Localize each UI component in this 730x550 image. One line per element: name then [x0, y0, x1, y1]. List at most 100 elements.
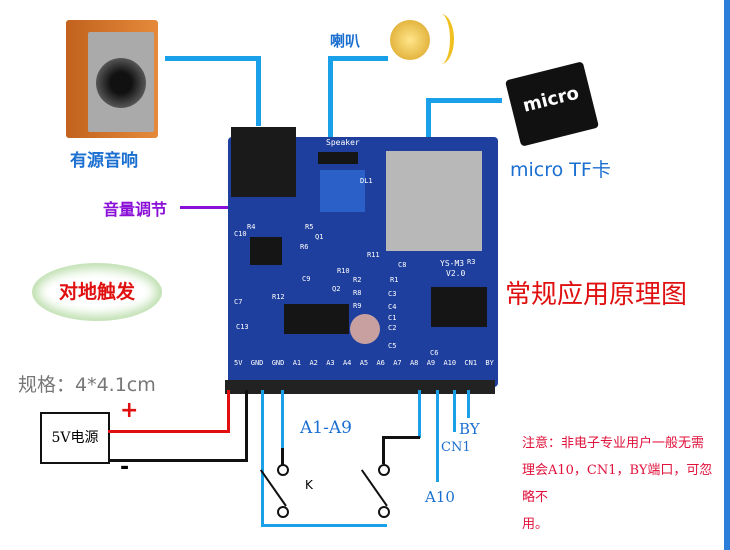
wire-common [261, 524, 387, 527]
wire-a9-h [382, 436, 420, 439]
component-label: C7 [234, 298, 243, 306]
ground-trigger-label: 对地触发 [32, 263, 162, 321]
speaker-label: 喇叭 [330, 32, 361, 50]
wire-gnd [108, 459, 248, 462]
component-label: C8 [398, 261, 407, 269]
pin-label: A4 [342, 359, 352, 367]
by-label: BY [459, 420, 480, 438]
plus-sign: + [120, 398, 139, 423]
wire-5v [108, 430, 230, 433]
component-label: R4 [247, 223, 256, 231]
component-label: Q2 [332, 285, 341, 293]
wire-horn [328, 56, 388, 61]
wire-speaker-box [165, 56, 260, 61]
component-label: R8 [353, 289, 362, 297]
wire-cn1 [453, 390, 456, 432]
pin-label: 5V [234, 359, 243, 367]
size-label: 规格：4*4.1cm [18, 374, 156, 396]
pin-label: A7 [393, 359, 402, 367]
wire-gnd-v [245, 390, 248, 462]
wire-speaker-box-v [256, 56, 261, 126]
cn1-label: CN1 [441, 440, 471, 455]
component-label: C2 [388, 324, 397, 332]
component-label: R5 [305, 223, 314, 231]
component-label: C6 [430, 349, 439, 357]
pin-label: CN1 [464, 359, 478, 367]
switch-terminal [378, 506, 390, 518]
component-label: R1 [390, 276, 399, 284]
component-label: R10 [337, 267, 350, 275]
pin-label: BY [485, 359, 494, 367]
horn-icon [390, 20, 430, 60]
component-label: R12 [272, 293, 285, 301]
pin-label: A8 [409, 359, 419, 367]
component-label: C5 [388, 342, 397, 350]
wire-a9-v [382, 436, 385, 464]
mp3-module-board: Speaker YS-M3 V2.0 R4 R5 C10 R6 Q1 R11 C… [228, 127, 498, 387]
switch-terminal [378, 464, 390, 476]
wire-a1 [281, 390, 284, 450]
audio-jack [231, 127, 296, 197]
wire-sd [426, 98, 502, 103]
pin-header [225, 380, 495, 394]
component-label: R6 [300, 243, 309, 251]
amp-chip [250, 237, 282, 265]
active-speaker-label: 有源音响 [70, 151, 138, 171]
component-label: DL1 [360, 177, 373, 185]
component-label: C1 [388, 314, 397, 322]
model-silk: YS-M3 [440, 259, 465, 268]
component-label: Q1 [315, 233, 324, 241]
pin-label: GND [250, 359, 264, 367]
component-label: C9 [302, 275, 311, 283]
pin-label: A3 [326, 359, 335, 367]
wire-by [467, 390, 470, 418]
wire-horn-v [328, 56, 333, 154]
component-label: R9 [353, 302, 362, 310]
note-text: 注意：非电子专业用户一般无需 理会A10，CN1，BY端口，可忽略不 用。 [522, 430, 722, 538]
speaker-header [318, 152, 358, 164]
pin-label: A9 [426, 359, 436, 367]
note-line: 理会A10，CN1，BY端口，可忽略不 [522, 463, 713, 505]
pin-label: A2 [309, 359, 318, 367]
diagram-title: 常规应用原理图 [505, 280, 688, 310]
pin-label: GND [271, 359, 285, 367]
sound-waves-icon [428, 14, 454, 64]
micro-sd-card-icon: micro [504, 61, 600, 147]
component-label: C4 [388, 303, 397, 311]
wire-sd-v [426, 98, 431, 153]
mp3-chip [431, 287, 487, 327]
wire-5v-v [227, 390, 230, 433]
component-label: R3 [467, 258, 476, 266]
a1-a9-label: A1-A9 [300, 418, 352, 438]
wire-a1-v [281, 448, 284, 466]
component-label: R2 [353, 276, 362, 284]
wire-a9 [418, 390, 421, 438]
speaker-silk: Speaker [326, 138, 360, 147]
component-label: C13 [236, 323, 249, 331]
volume-label: 音量调节 [103, 200, 168, 219]
right-border [724, 0, 730, 550]
a10-label: A10 [425, 488, 455, 506]
pin-label: A6 [376, 359, 385, 367]
version-silk: V2.0 [446, 269, 466, 278]
switch-terminal [277, 464, 289, 476]
wire-gnd-switch [261, 390, 264, 526]
decoder-chip [284, 304, 349, 334]
component-label: R11 [367, 251, 380, 259]
pin-label: A5 [359, 359, 369, 367]
component-label: C3 [388, 290, 397, 298]
switch-k-label: K [305, 478, 313, 492]
component-label: C10 [234, 230, 247, 238]
mount-hole [350, 314, 380, 344]
note-line: 注意：非电子专业用户一般无需 [522, 436, 705, 451]
switch-terminal [277, 506, 289, 518]
pin-label: A1 [292, 359, 302, 367]
minus-sign: - [120, 455, 130, 480]
micro-tf-label: micro TF卡 [510, 159, 611, 181]
active-speaker-icon [66, 20, 158, 138]
pin-label: A10 [443, 359, 457, 367]
tf-card-slot[interactable] [386, 151, 482, 251]
note-line: 用。 [522, 517, 549, 532]
potentiometer[interactable] [320, 170, 365, 212]
power-supply-box: 5V电源 [40, 412, 110, 464]
